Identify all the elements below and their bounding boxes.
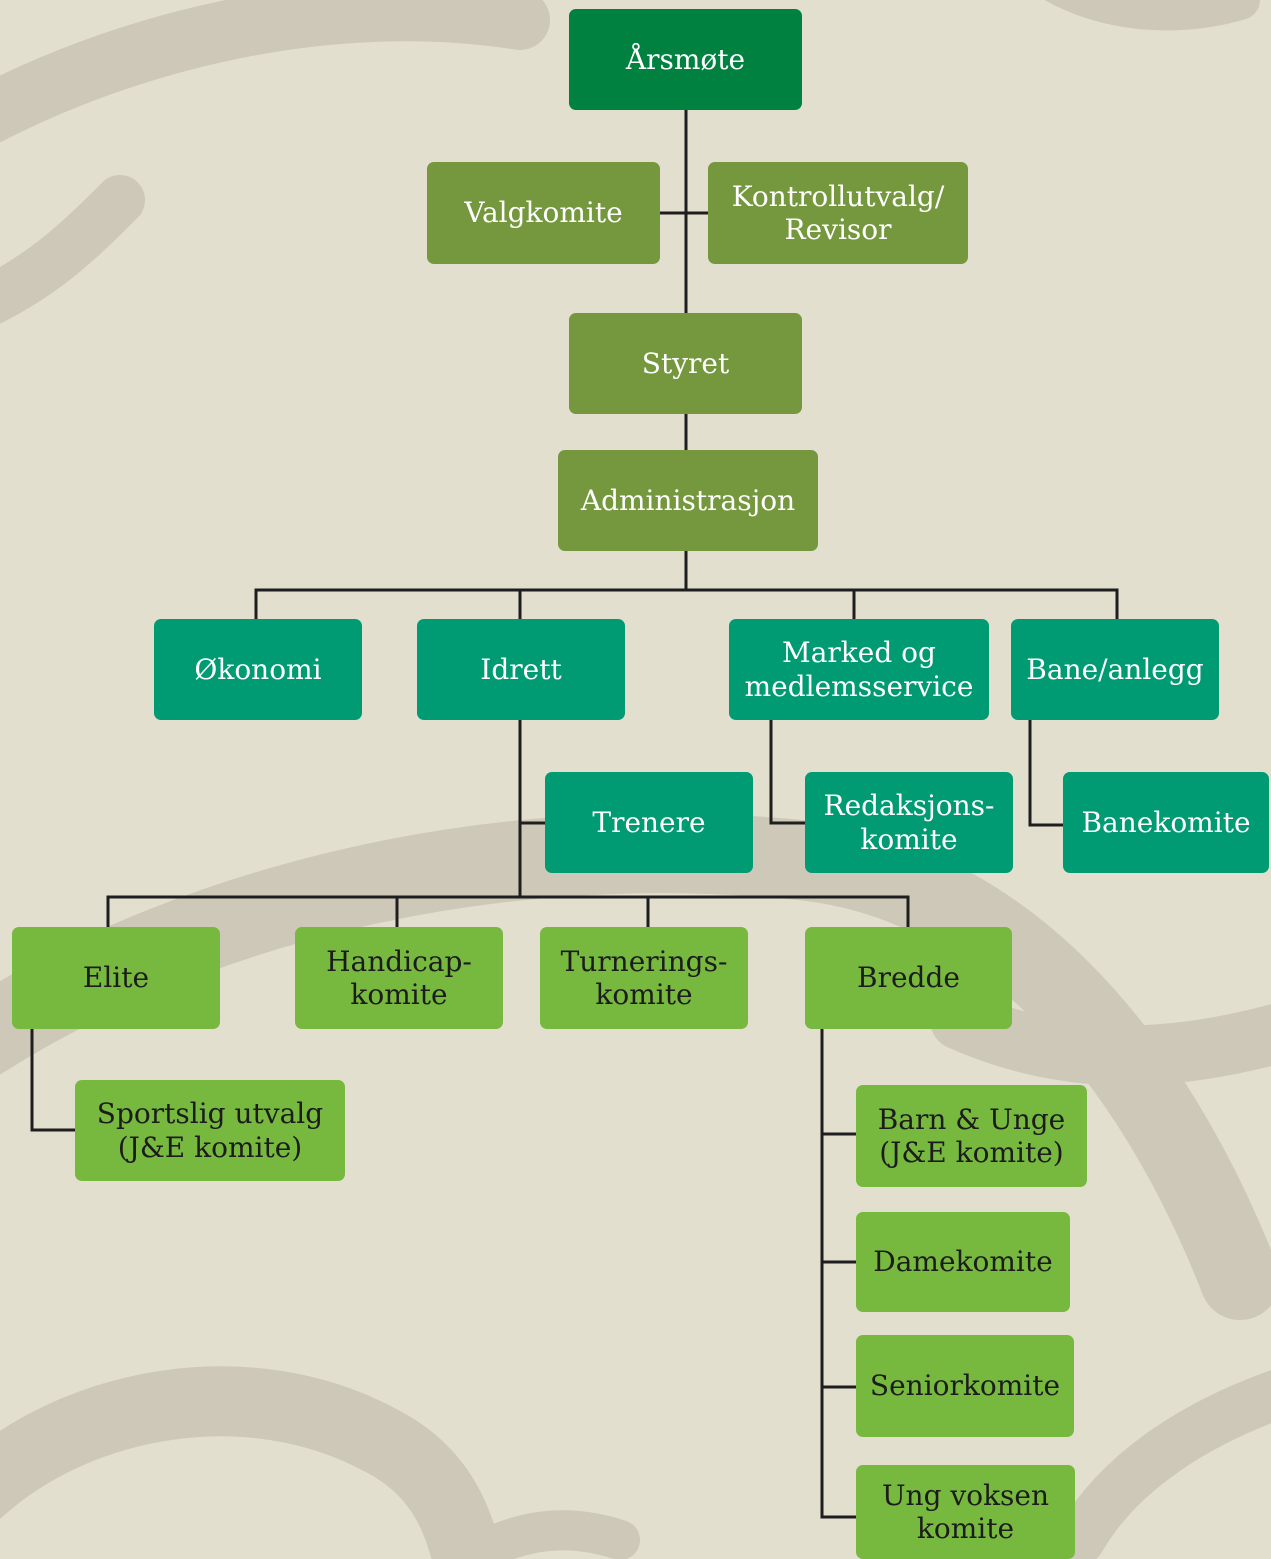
node-label: Bane/anlegg (1026, 652, 1204, 686)
node-ung-voksen-komite: Ung voksen komite (856, 1465, 1075, 1559)
node-idrett: Idrett (417, 619, 625, 720)
node-arsmote: Årsmøte (569, 9, 802, 110)
node-label: Handicap- komite (326, 944, 472, 1011)
node-banekomite: Banekomite (1063, 772, 1269, 873)
node-label: Marked og medlemsservice (744, 636, 974, 703)
node-elite: Elite (12, 927, 220, 1029)
node-turneringskomite: Turnerings- komite (540, 927, 748, 1029)
swirl-stroke (0, 1366, 504, 1559)
node-label: Bredde (857, 961, 960, 995)
node-okonomi: Økonomi (154, 619, 362, 720)
node-label: Ung voksen komite (881, 1478, 1050, 1545)
node-barn-og-unge: Barn & Unge (J&E komite) (856, 1085, 1087, 1187)
node-damekomite: Damekomite (856, 1212, 1070, 1312)
swirl-stroke (0, 175, 145, 324)
node-label: Kontrollutvalg/ Revisor (731, 179, 945, 246)
node-kontrollutvalg-revisor: Kontrollutvalg/ Revisor (708, 162, 968, 264)
node-bredde: Bredde (805, 927, 1012, 1029)
node-styret: Styret (569, 313, 802, 414)
node-redaksjonskomite: Redaksjons- komite (805, 772, 1013, 873)
node-trenere: Trenere (545, 772, 753, 873)
node-label: Banekomite (1081, 805, 1251, 839)
node-label: Valgkomite (464, 196, 623, 230)
node-marked-og-medlemsservice: Marked og medlemsservice (729, 619, 989, 720)
node-valgkomite: Valgkomite (427, 162, 660, 264)
node-handicapkomite: Handicap- komite (295, 927, 503, 1029)
node-bane-anlegg: Bane/anlegg (1011, 619, 1219, 720)
node-label: Administrasjon (580, 483, 796, 517)
swirl-stroke (434, 1510, 640, 1559)
node-label: Turnerings- komite (560, 944, 728, 1011)
node-label: Seniorkomite (869, 1369, 1061, 1403)
swirl-stroke (930, 990, 1271, 1086)
node-label: Damekomite (873, 1245, 1053, 1279)
node-seniorkomite: Seniorkomite (856, 1335, 1074, 1437)
node-label: Redaksjons- komite (823, 789, 995, 856)
node-administrasjon: Administrasjon (558, 450, 818, 551)
swirl-stroke (1044, 0, 1260, 31)
node-label: Elite (82, 961, 150, 995)
node-label: Sportslig utvalg (J&E komite) (96, 1097, 324, 1164)
node-label: Idrett (480, 652, 562, 686)
swirl-stroke (0, 0, 550, 143)
node-label: Årsmøte (625, 42, 746, 76)
node-label: Styret (641, 346, 730, 380)
node-sportslig-utvalg: Sportslig utvalg (J&E komite) (75, 1080, 345, 1181)
node-label: Økonomi (194, 652, 322, 686)
node-label: Trenere (592, 805, 706, 839)
node-label: Barn & Unge (J&E komite) (877, 1102, 1066, 1169)
swirl-stroke (1055, 1370, 1271, 1559)
